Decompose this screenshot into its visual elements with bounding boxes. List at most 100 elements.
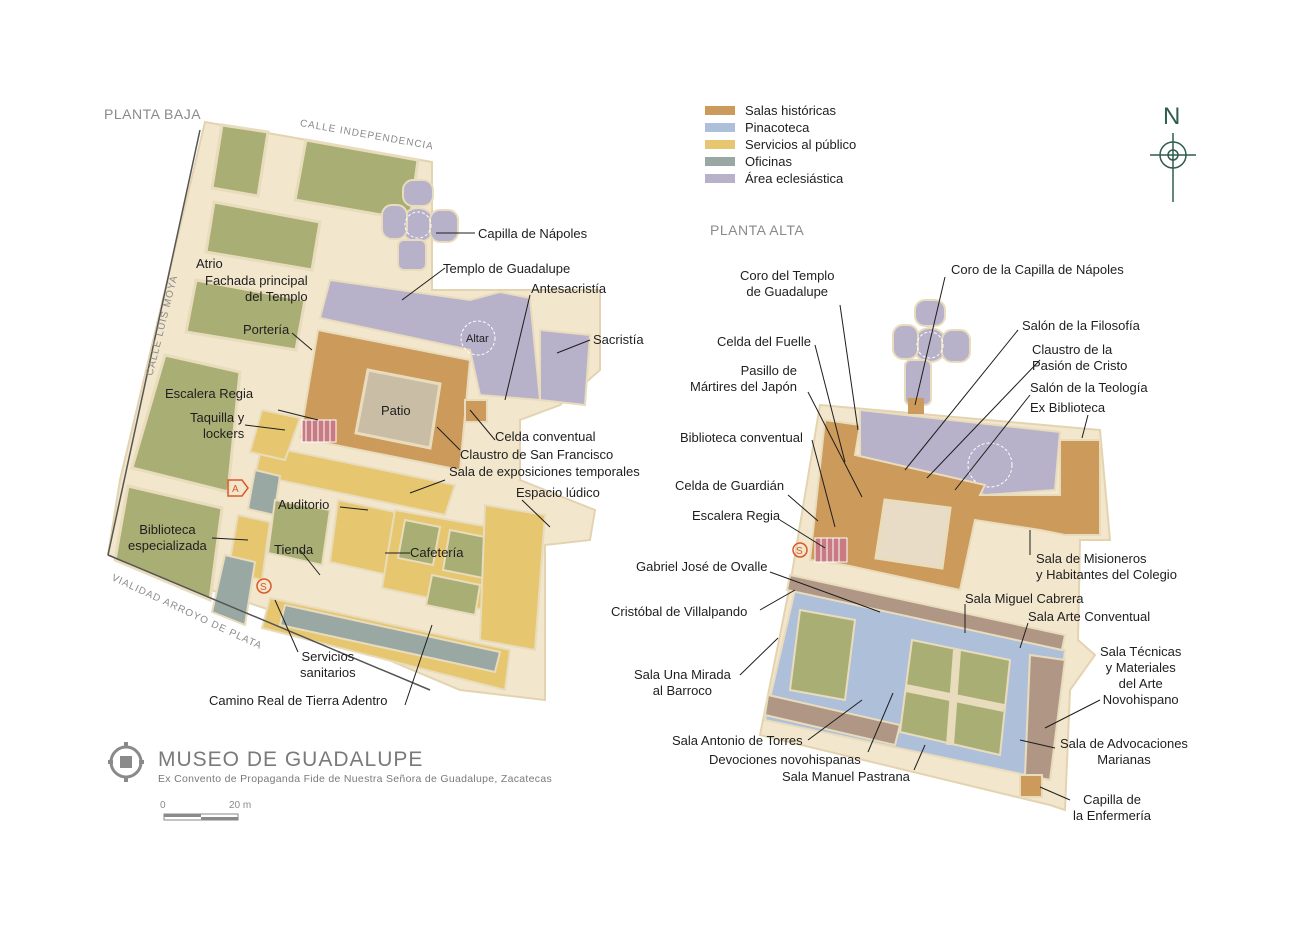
label-torres: Sala Antonio de Torres [672, 733, 803, 748]
legend-label: Oficinas [745, 154, 792, 169]
label-villalpando: Cristóbal de Villalpando [611, 604, 748, 619]
legend-swatch [705, 106, 735, 115]
label-celda-fuelle: Celda del Fuelle [717, 334, 811, 349]
museum-title: MUSEO DE GUADALUPE [158, 748, 424, 771]
upper-services-marker: S [792, 542, 808, 558]
legend-swatch [705, 140, 735, 149]
upper-dome [967, 442, 1013, 488]
compass-icon [1150, 133, 1196, 202]
label-templo: Templo de Guadalupe [443, 261, 571, 276]
label-tienda: Tienda [274, 542, 314, 557]
garden-atrio-2 [184, 278, 307, 352]
atrio-garden [210, 123, 270, 198]
altar-dome [460, 320, 496, 356]
label-ex-biblioteca: Ex Biblioteca [1030, 400, 1106, 415]
label-claustro: Claustro de San Francisco [460, 447, 614, 462]
celda-conventual-room [464, 399, 488, 423]
ground-floor-heading: PLANTA BAJA [104, 106, 202, 122]
label-escalera-regia-upper: Escalera Regia [692, 508, 781, 523]
legend-label: Salas históricas [745, 103, 837, 118]
sacristia-block [539, 328, 592, 407]
label-fachada: Fachada principal del Templo [205, 273, 308, 304]
sala-expo-temporales [253, 443, 457, 517]
ground-floor-plan: A S [106, 120, 601, 706]
label-antesacristia: Antesacristía [531, 281, 607, 296]
label-biblioteca: Biblioteca especializada [128, 522, 207, 553]
scale-start-label: 0 [160, 800, 166, 811]
label-pastrana: Sala Manuel Pastrana [782, 769, 910, 784]
legend-item: Área eclesiástica [745, 170, 856, 187]
legend-item: Salas históricas [745, 102, 856, 119]
legend-label: Pinacoteca [745, 120, 810, 135]
label-salon-filosofia: Salón de la Filosofía [1022, 318, 1140, 333]
ground-boundary [107, 129, 201, 556]
espacio-ludico [478, 503, 547, 652]
legend-label: Servicios al público [745, 137, 857, 152]
upper-corridor-south [763, 693, 902, 747]
patio-courtyard [354, 368, 442, 450]
label-tecnicas: Sala Técnicas y Materiales del Arte Novo… [1100, 644, 1182, 707]
cafeteria-garden-1 [396, 518, 442, 567]
label-cafeteria: Cafetería [410, 545, 464, 560]
scale-end-label: 20 m [229, 800, 252, 811]
label-servicios: Servicios sanitarios [300, 649, 356, 680]
label-sala-expo: Sala de exposiciones temporales [449, 464, 640, 479]
services-block [248, 408, 302, 462]
ground-leader-lines [211, 232, 591, 706]
legend-swatches [705, 106, 735, 183]
label-sacristia: Sacristía [593, 332, 644, 347]
label-salon-teologia: Salón de la Teología [1030, 380, 1148, 395]
compass-label: N [1163, 103, 1181, 130]
upper-floor-plan: S [739, 276, 1112, 812]
legend-item: Servicios al público [745, 136, 856, 153]
label-camino-real: Camino Real de Tierra Adentro [209, 693, 388, 708]
label-auditorio: Auditorio [278, 497, 330, 512]
tienda-room [266, 498, 332, 567]
label-patio: Patio [381, 403, 411, 418]
upper-patio [874, 498, 952, 570]
capilla-napoles-shape [381, 179, 459, 271]
label-ovalle: Gabriel José de Ovalle [636, 559, 768, 574]
label-devociones: Devociones novohispanas [709, 752, 861, 767]
label-arte-conventual: Sala Arte Conventual [1028, 609, 1151, 624]
access-marker-label: A [232, 484, 239, 495]
scale-bar [163, 813, 239, 821]
coro-capilla-shape [892, 299, 971, 414]
services-marker-label: S [260, 582, 267, 593]
upper-escalera-stairs [814, 537, 848, 563]
upper-leader-lines [739, 276, 1101, 801]
label-misioneros: Sala de Misioneros y Habitantes del Cole… [1036, 551, 1177, 582]
label-mirada: Sala Una Mirada al Barroco [634, 667, 731, 698]
label-claustro-pasion: Claustro de la Pasión de Cristo [1032, 342, 1128, 373]
label-celda-guardian: Celda de Guardián [675, 478, 785, 493]
capilla-enfermeria-room [1019, 774, 1043, 798]
label-coro-capilla: Coro de la Capilla de Nápoles [951, 262, 1124, 277]
legend: Salas históricas Pinacoteca Servicios al… [745, 102, 856, 187]
legend-swatch [705, 123, 735, 132]
label-biblioteca-conventual: Biblioteca conventual [680, 430, 803, 445]
legend-item: Pinacoteca [745, 119, 856, 136]
label-celda: Celda conventual [495, 429, 596, 444]
label-pasillo: Pasillo de Mártires del Japón [690, 363, 797, 394]
label-taquilla: Taquilla y lockers [190, 410, 245, 441]
garden-west-2 [113, 484, 224, 603]
legend-swatch [705, 174, 735, 183]
label-escalera-regia: Escalera Regia [165, 386, 254, 401]
upper-services-marker-label: S [796, 546, 803, 557]
upper-garden-1 [788, 608, 857, 702]
legend-swatch [705, 157, 735, 166]
museum-subtitle: Ex Convento de Propaganda Fide de Nuestr… [158, 773, 553, 785]
office-2 [210, 553, 257, 627]
upper-corridor-north [785, 573, 1067, 652]
label-cabrera: Sala Miguel Cabrera [965, 591, 1084, 606]
ground-boundary-south [107, 554, 431, 691]
label-enfermeria: Capilla de la Enfermería [1073, 792, 1152, 823]
upper-corridor-east [1023, 653, 1067, 782]
museum-logo-icon [108, 742, 144, 782]
services-marker: S [256, 578, 272, 594]
label-atrio: Atrio [196, 256, 223, 271]
label-advocaciones: Sala de Advocaciones Marianas [1060, 736, 1188, 767]
cafeteria-garden-3 [424, 573, 482, 617]
legend-label: Área eclesiástica [745, 171, 844, 186]
